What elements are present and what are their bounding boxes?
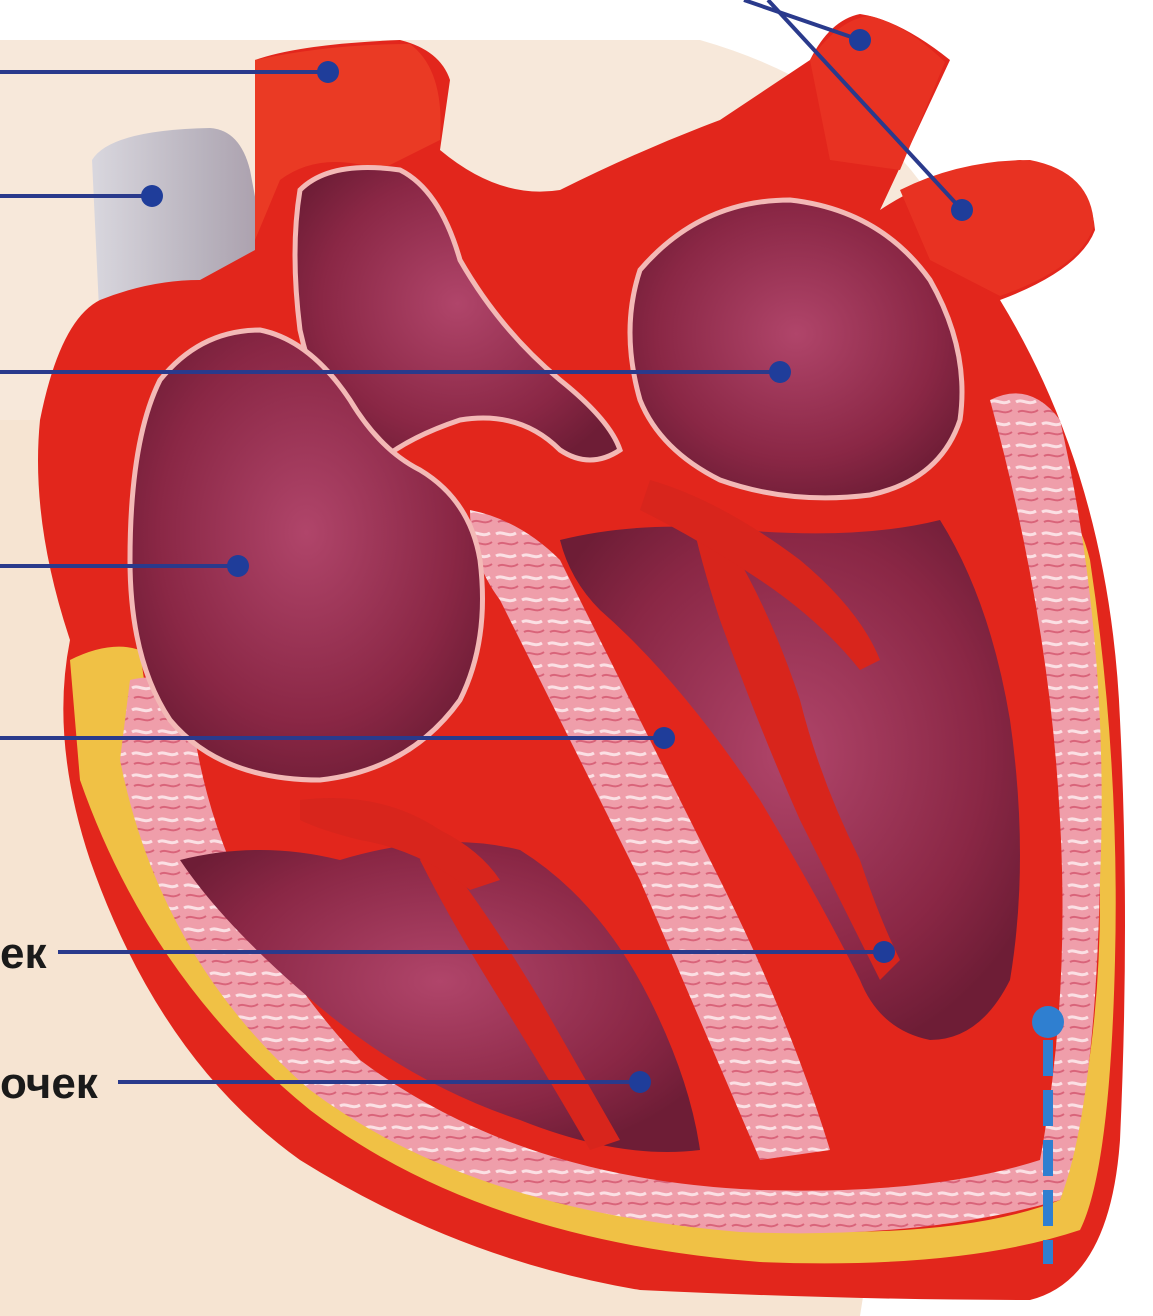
pin-superior-vena-cava (141, 185, 163, 207)
pin-septum (653, 727, 675, 749)
pin-left-ventricle (873, 941, 895, 963)
pin-right-atrium (227, 555, 249, 577)
label-ventricle: ек (0, 929, 47, 978)
pin-right-ventricle (629, 1071, 651, 1093)
pin-pulmonary-upper (849, 29, 871, 51)
wall-thickness-marker-dot (1032, 1006, 1064, 1038)
pin-aorta (317, 61, 339, 83)
pin-pulmonary-right (951, 199, 973, 221)
label-ventricle-2: очек (0, 1059, 99, 1108)
pin-left-atrium (769, 361, 791, 383)
